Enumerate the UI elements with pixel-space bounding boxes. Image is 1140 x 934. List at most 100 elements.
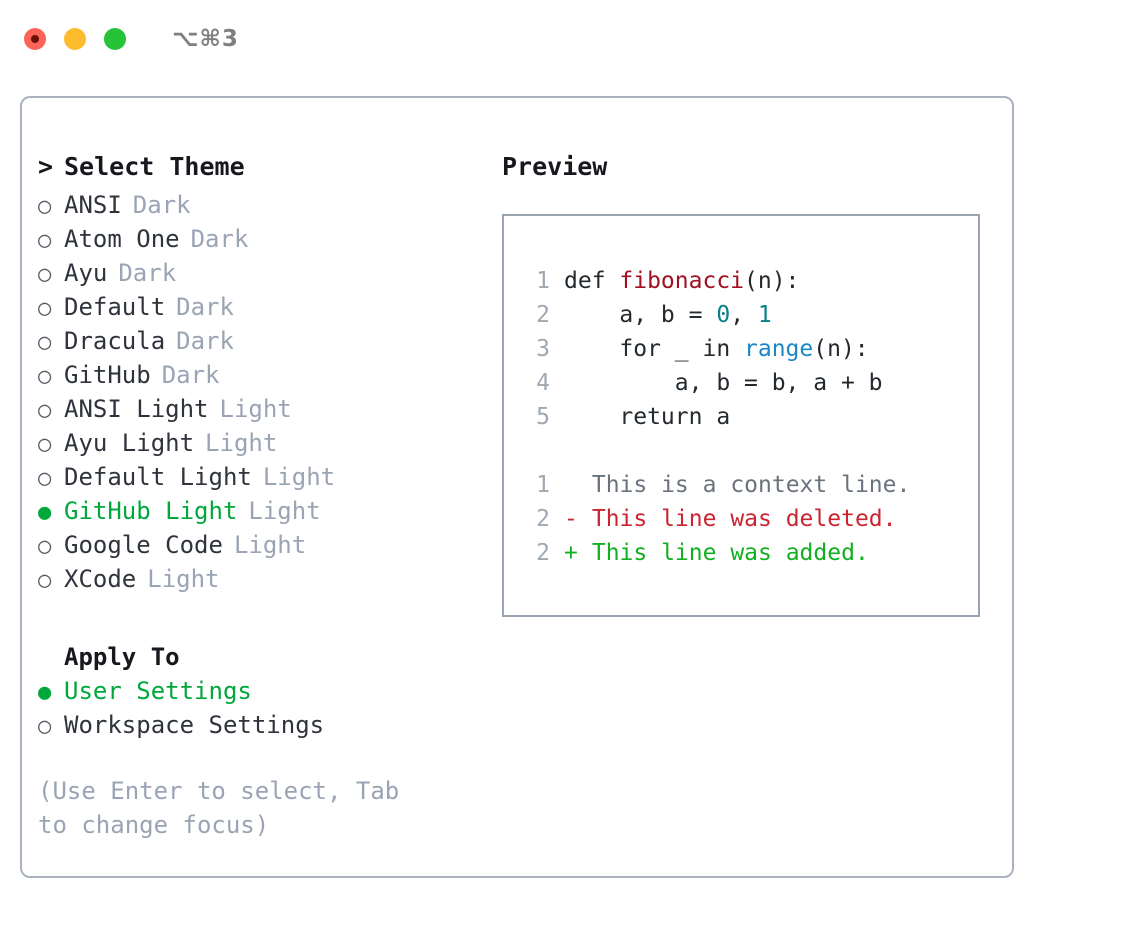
- theme-list-item[interactable]: ○ Ayu Dark: [38, 256, 478, 290]
- code-token: 0: [716, 302, 731, 328]
- theme-list-item[interactable]: ○ Ayu Light Light: [38, 426, 478, 460]
- theme-list-item[interactable]: ○ ANSI Dark: [38, 188, 478, 222]
- code-token: 1: [757, 302, 772, 328]
- radio-unselected-icon[interactable]: ○: [38, 714, 52, 739]
- theme-variant-badge: Light: [233, 531, 307, 559]
- theme-list-item-label: ANSI Light: [64, 395, 209, 423]
- radio-selected-icon[interactable]: ●: [38, 500, 52, 525]
- code-token: fibonacci: [619, 268, 745, 294]
- apply-to-heading: ○ Apply To: [38, 640, 478, 674]
- blank-marker-icon: ○: [38, 642, 64, 676]
- code-line-content: return a: [564, 400, 730, 434]
- apply-to-item-label: Workspace Settings: [64, 711, 325, 739]
- diff-line: 2 + This line was added.: [524, 536, 978, 570]
- theme-variant-badge: Dark: [161, 361, 220, 389]
- theme-list-item-label: Ayu: [64, 259, 108, 287]
- diff-line-text: This is a context line.: [578, 472, 911, 498]
- radio-unselected-icon[interactable]: ○: [38, 364, 52, 389]
- apply-to-item-label: User Settings: [64, 677, 252, 705]
- apply-to-list: ● User Settings ○ Workspace Settings: [38, 674, 478, 742]
- theme-list-item-label: XCode: [64, 565, 137, 593]
- radio-unselected-icon[interactable]: ○: [38, 194, 52, 219]
- radio-unselected-icon[interactable]: ○: [38, 466, 52, 491]
- radio-unselected-icon[interactable]: ○: [38, 228, 52, 253]
- theme-list-item-label: Atom One: [64, 225, 180, 253]
- select-theme-heading-label: Select Theme: [64, 152, 245, 181]
- apply-to-item[interactable]: ● User Settings: [38, 674, 478, 708]
- preview-title: Preview: [502, 152, 608, 181]
- apply-to-item[interactable]: ○ Workspace Settings: [38, 708, 478, 742]
- radio-selected-icon[interactable]: ●: [38, 680, 52, 705]
- code-token: a, b = b, a + b: [564, 370, 883, 396]
- theme-list-item[interactable]: ○ Google Code Light: [38, 528, 478, 562]
- code-line-content: a, b = 0, 1: [564, 298, 772, 332]
- theme-list-item[interactable]: ○ GitHub Dark: [38, 358, 478, 392]
- theme-list-item-label: Default: [64, 293, 166, 321]
- radio-unselected-icon[interactable]: ○: [38, 262, 52, 287]
- radio-unselected-icon[interactable]: ○: [38, 432, 52, 457]
- select-theme-heading: > Select Theme: [38, 148, 478, 186]
- theme-variant-badge: Light: [205, 429, 278, 457]
- theme-variant-badge: Light: [147, 565, 220, 593]
- code-token: return a: [564, 404, 731, 430]
- code-line: 2 a, b = 0, 1: [524, 298, 978, 332]
- radio-unselected-icon[interactable]: ○: [38, 296, 52, 321]
- code-line-number: 3: [536, 336, 550, 362]
- maximize-button[interactable]: [104, 28, 126, 50]
- radio-unselected-icon[interactable]: ○: [38, 398, 52, 423]
- close-button[interactable]: [24, 28, 46, 50]
- diff-line: 1 This is a context line.: [524, 468, 978, 502]
- code-token: def: [564, 268, 620, 294]
- diff-line-text: This line was added.: [578, 540, 869, 566]
- minimize-button[interactable]: [64, 28, 86, 50]
- radio-unselected-icon[interactable]: ○: [38, 568, 52, 593]
- theme-variant-badge: Dark: [118, 259, 177, 287]
- diff-marker-icon: [564, 468, 578, 502]
- code-line-number: 5: [536, 404, 550, 430]
- diff-line: 2- This line was deleted.: [524, 502, 978, 536]
- code-token: for _ in: [564, 336, 745, 362]
- theme-list-item-label: Google Code: [64, 531, 223, 559]
- theme-list-item[interactable]: ○ XCode Light: [38, 562, 478, 596]
- code-line-content: for _ in range(n):: [564, 332, 869, 366]
- theme-variant-badge: Dark: [176, 327, 234, 355]
- theme-list-item[interactable]: ○ Atom One Dark: [38, 222, 478, 256]
- theme-variant-badge: Dark: [190, 225, 249, 253]
- apply-to-heading-label: Apply To: [64, 643, 180, 671]
- diff-line-number: 2: [536, 540, 550, 566]
- code-token: (n):: [744, 268, 800, 294]
- code-line-number: 1: [536, 268, 550, 294]
- diff-line-number: 2: [536, 506, 550, 532]
- theme-list-item-label: GitHub: [64, 361, 151, 389]
- radio-unselected-icon[interactable]: ○: [38, 534, 52, 559]
- diff-marker-icon: +: [564, 540, 578, 566]
- keyboard-shortcut-label: ⌥⌘3: [172, 26, 239, 52]
- code-line-content: def fibonacci(n):: [564, 264, 799, 298]
- theme-list-item-label: ANSI: [64, 191, 122, 219]
- code-diff-spacer: [524, 434, 978, 468]
- theme-list-item-label: GitHub Light: [64, 497, 238, 525]
- diff-line-text: This line was deleted.: [578, 506, 897, 532]
- diff-sample: 1 This is a context line.2- This line wa…: [524, 468, 978, 570]
- code-token: a, b =: [564, 302, 717, 328]
- theme-variant-badge: Dark: [132, 191, 191, 219]
- window-controls: [24, 28, 126, 50]
- section-spacer: [38, 596, 478, 640]
- code-token: (n):: [813, 336, 869, 362]
- theme-list-item-label: Ayu Light: [64, 429, 195, 457]
- theme-list-item-label: Default Light: [64, 463, 252, 491]
- code-token: ,: [730, 302, 758, 328]
- radio-unselected-icon[interactable]: ○: [38, 330, 52, 355]
- code-token: range: [744, 336, 814, 362]
- diff-marker-icon: -: [564, 506, 578, 532]
- title-bar: ⌥⌘3: [0, 0, 1140, 78]
